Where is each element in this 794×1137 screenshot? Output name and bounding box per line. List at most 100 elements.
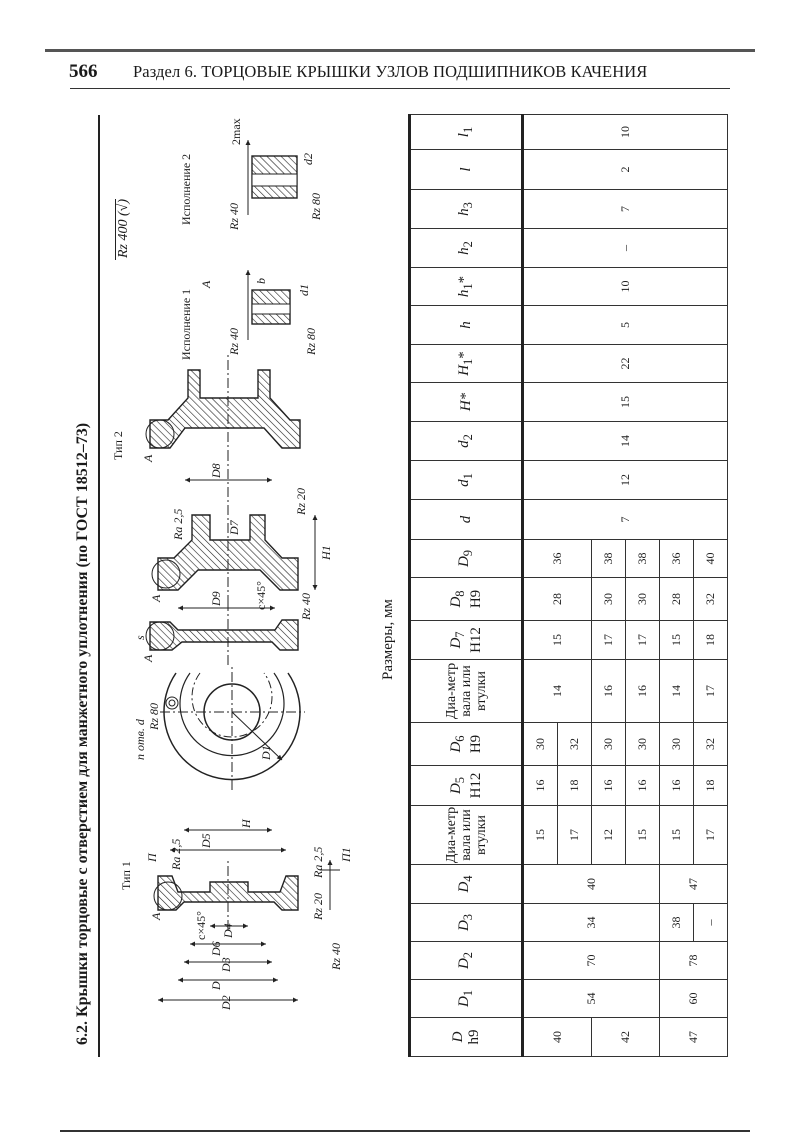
column-header: D4 [409,864,523,904]
table-cell: 42 [591,1017,660,1057]
d9-dim-label: D9 [209,591,223,607]
header-subscript: 7 [453,631,467,638]
rz40-label-v1: Rz 40 [227,328,241,356]
table-cell: 18 [557,765,592,806]
table-cell: 78 [659,941,728,980]
header-symbol: D [456,958,472,970]
column-header: h2 [409,228,523,268]
rz80-label-v1: Rz 80 [304,328,318,356]
a-label-2: A [141,654,155,663]
table-cell: 7 [522,499,728,540]
table-cell: 15 [522,382,728,422]
b-dim-label: b [254,278,268,284]
header-subscript: 2 [461,951,475,959]
table-cell: 17 [625,620,660,660]
table-cell: 16 [625,659,660,723]
header-subscript: 8 [453,590,467,597]
table-cell: 30 [659,722,694,766]
header-symbol: D [456,556,472,568]
header-tolerance: h9 [466,1029,482,1045]
ra25-label-3: Ra 2,5 [171,509,185,541]
type2-section-2 [145,355,301,460]
table-cell: 16 [591,659,626,723]
header-subscript: 3 [461,202,475,209]
table-cell: 10 [522,267,728,306]
table-cell: 30 [591,722,626,766]
table-cell: 15 [522,805,558,865]
column-header: H1* [409,344,523,383]
d2-hole-label: d2 [301,153,315,165]
table-cell: 16 [591,765,626,806]
variant2-label: Исполнение 2 [179,154,193,225]
ra25-label: Ra 2,5 [169,839,183,871]
header-subscript: 1 [461,473,475,480]
table-cell: 15 [625,805,660,865]
table-cell: 5 [522,305,728,345]
type1-label: Тип 1 [119,861,133,890]
header-symbol: l [456,133,472,138]
table-cell: – [693,903,728,942]
s-dim-label: s [133,635,147,640]
column-header: h1* [409,267,523,306]
table-cell: 40 [522,864,660,904]
column-header: h3 [409,189,523,229]
detail-variant-1 [245,270,291,340]
d2-dim-label: D2 [219,995,233,1011]
table-cell: – [522,228,728,268]
page-number: 566 [69,61,98,82]
table-cell: 18 [693,765,728,806]
max2-label: 2max [229,118,243,145]
header-tolerance: H9 [468,589,484,609]
table-cell: 32 [693,577,728,621]
header-subscript: 6 [453,735,467,742]
table-cell: 32 [693,722,728,766]
header-symbol: l [458,167,474,172]
header-tolerance: H9 [468,734,484,754]
rz20-label-2: Rz 20 [294,488,308,516]
header-symbol: d [456,479,472,487]
rz40-label-v2: Rz 40 [227,203,241,231]
table-cell: 10 [522,114,728,150]
rz40-label: Rz 40 [329,943,343,971]
column-header: Диа-метр вала или втулки [409,805,523,865]
table-cell: 14 [659,659,694,723]
column-header: l1 [409,114,523,150]
table-cell: 16 [625,765,660,806]
bottom-rule [60,1130,750,1132]
p-label: П [145,852,159,863]
table-cell: 12 [591,805,626,865]
p1-label: П1 [339,847,353,863]
column-header: d2 [409,421,523,461]
header-star: * [456,351,472,359]
column-header: d1 [409,460,523,500]
chamfer-label: c×45° [194,911,208,940]
header-symbol: D [456,881,472,893]
detail-variant-2 [245,140,298,215]
column-header: D3 [409,903,523,942]
header-symbol: h [458,321,474,329]
table-cell: 15 [522,620,592,660]
table-cell: 17 [693,659,728,723]
header-symbol: d [458,515,474,524]
table-cell: 36 [522,539,592,578]
ra25-label-2: Ra 2,5 [311,847,325,879]
header-symbol: D [450,1031,466,1043]
header-subscript: 5 [453,776,467,784]
header-subscript: 2 [461,434,475,441]
d7-dim-label: D7 [227,519,241,536]
table-cell: 34 [522,903,660,942]
table-cell: 12 [522,460,728,500]
d4-dim-label: D4 [221,923,235,939]
table-cell: 2 [522,149,728,190]
header-subscript: 2 [461,241,475,248]
table-cell: 47 [659,864,728,904]
a-label-1: A [149,912,163,921]
technical-drawing: Тип 1 n отв. d Rz 80 Тип 2 A Исполнение … [111,118,353,1011]
units-caption: Размеры, мм [380,599,396,680]
table-cell: 16 [659,765,694,806]
table-cell: 28 [522,577,592,621]
h1-dim-label: H1 [319,545,333,561]
rz80-label-v2: Rz 80 [309,193,323,221]
